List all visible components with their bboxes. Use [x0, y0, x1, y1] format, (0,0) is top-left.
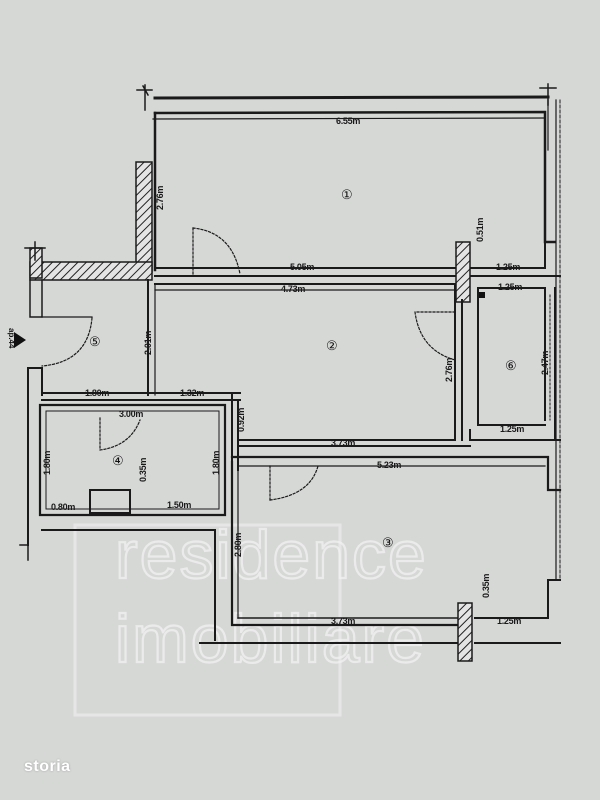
room-number-2: ② — [326, 338, 338, 353]
room-numbers: ① ② ③ ④ ⑤ ⑥ — [89, 187, 517, 550]
room-number-1: ① — [341, 187, 353, 202]
watermark-line1: residence — [115, 517, 428, 593]
dim-room2-right: 2.76m — [444, 358, 454, 382]
dim-room1-niche-width: 1.25m — [496, 262, 520, 272]
room-number-4: ④ — [112, 453, 124, 468]
room-number-3: ③ — [382, 535, 394, 550]
room-number-6: ⑥ — [505, 358, 517, 373]
dim-room1-bottom: 5.05m — [290, 262, 314, 272]
room-3 — [199, 455, 562, 662]
dim-room6-top: 1.25m — [498, 282, 522, 292]
dim-room6-bottom: 1.25m — [500, 424, 524, 434]
room-number-5: ⑤ — [89, 334, 101, 349]
dim-room1-width: 6.55m — [336, 116, 360, 126]
room-6 — [469, 287, 561, 441]
room-4 — [19, 394, 239, 641]
storia-logo: storia — [24, 758, 71, 775]
dim-room4-shaft-depth: 0.35m — [138, 458, 148, 482]
entrance-label: ap.44 — [7, 328, 16, 349]
dim-room4-bottom-right: 1.50m — [167, 500, 191, 510]
entrance-arrow-icon — [14, 332, 26, 348]
watermark-line2: imobiliare — [115, 601, 426, 677]
dimension-labels: 6.55m 2.76m 5.05m 0.51m 1.25m 4.73m 2.01… — [7, 116, 550, 626]
room-2 — [154, 283, 471, 447]
dim-room4-top: 3.00m — [119, 409, 143, 419]
dim-room5-bottom: 1.80m — [85, 388, 109, 398]
dim-room3-top: 5.23m — [377, 460, 401, 470]
dim-room2-top: 4.73m — [281, 284, 305, 294]
room-1 — [152, 99, 561, 581]
room-5 — [27, 279, 241, 546]
dim-room1-niche-depth: 0.51m — [475, 218, 485, 242]
watermark: residence imobiliare — [73, 516, 428, 717]
dim-room4-right: 1.80m — [211, 451, 221, 475]
dim-room4-bottom-left: 0.80m — [51, 502, 75, 512]
dim-room5-bottom-ext: 1.32m — [180, 388, 204, 398]
dim-room2-bottom: 3.73m — [331, 438, 355, 448]
dim-room3-niche-depth: 0.35m — [481, 574, 491, 598]
dim-room3-niche-width: 1.25m — [497, 616, 521, 626]
dim-room2-left: 2.01m — [143, 331, 153, 355]
dim-room3-left: 2.80m — [233, 533, 243, 557]
dim-room1-height: 2.76m — [155, 186, 165, 210]
dim-room3-bottom: 3.73m — [331, 616, 355, 626]
dim-room6-right: 2.47m — [540, 351, 550, 375]
dim-room4-offset: 0.92m — [236, 408, 246, 432]
dim-room4-left: 1.80m — [42, 451, 52, 475]
